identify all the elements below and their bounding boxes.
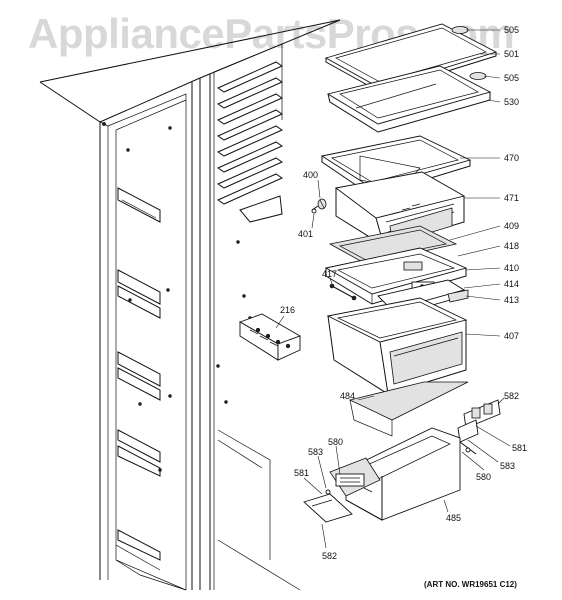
part-485-bottom-pan: [329, 427, 461, 521]
part-label-216: 216: [280, 305, 296, 315]
part-409-glass-panel: [328, 225, 458, 265]
part-label-413: 413: [504, 295, 520, 305]
part-label-582-right: 582: [504, 391, 520, 401]
part-label-418: 418: [504, 241, 520, 251]
part-216-tray: [238, 313, 302, 361]
part-582-bracket-left: [303, 489, 353, 523]
cabinet-shelf-supports: [117, 187, 161, 561]
part-484-panel: [348, 381, 469, 437]
part-label-501: 501: [504, 49, 520, 59]
part-530-shelf-frame: [326, 65, 492, 133]
part-label-583-right: 583: [500, 461, 516, 471]
part-label-505-bottom: 505: [504, 73, 520, 83]
art-number: (ART NO. WR19651 C12): [424, 580, 517, 589]
part-label-417: 417: [322, 269, 338, 279]
part-581-583-580-right: [457, 419, 479, 455]
part-label-530: 530: [504, 97, 520, 107]
part-label-581-left: 581: [294, 468, 310, 478]
leader-lines: [275, 29, 511, 549]
part-400-401-fasteners: [311, 198, 327, 214]
part-label-471: 471: [504, 193, 520, 203]
part-label-470: 470: [504, 153, 520, 163]
part-label-400: 400: [303, 170, 319, 180]
part-label-485: 485: [446, 513, 462, 523]
part-label-580-left: 580: [328, 437, 344, 447]
part-label-582-left: 582: [322, 551, 338, 561]
part-label-581-right: 581: [512, 443, 528, 453]
divider-ribs: [216, 61, 284, 223]
part-label-414: 414: [504, 279, 520, 289]
part-label-407: 407: [504, 331, 520, 341]
part-470-drawer-cover: [320, 135, 472, 197]
part-label-401: 401: [298, 229, 314, 239]
part-407-crisper-drawer: [326, 297, 468, 395]
refrigerator-cabinet: [39, 19, 341, 591]
part-label-580-right: 580: [476, 472, 492, 482]
part-label-505-top: 505: [504, 25, 520, 35]
part-label-409: 409: [504, 221, 520, 231]
part-label-410: 410: [504, 263, 520, 273]
part-label-583-left: 583: [308, 447, 324, 457]
part-label-484: 484: [340, 391, 356, 401]
